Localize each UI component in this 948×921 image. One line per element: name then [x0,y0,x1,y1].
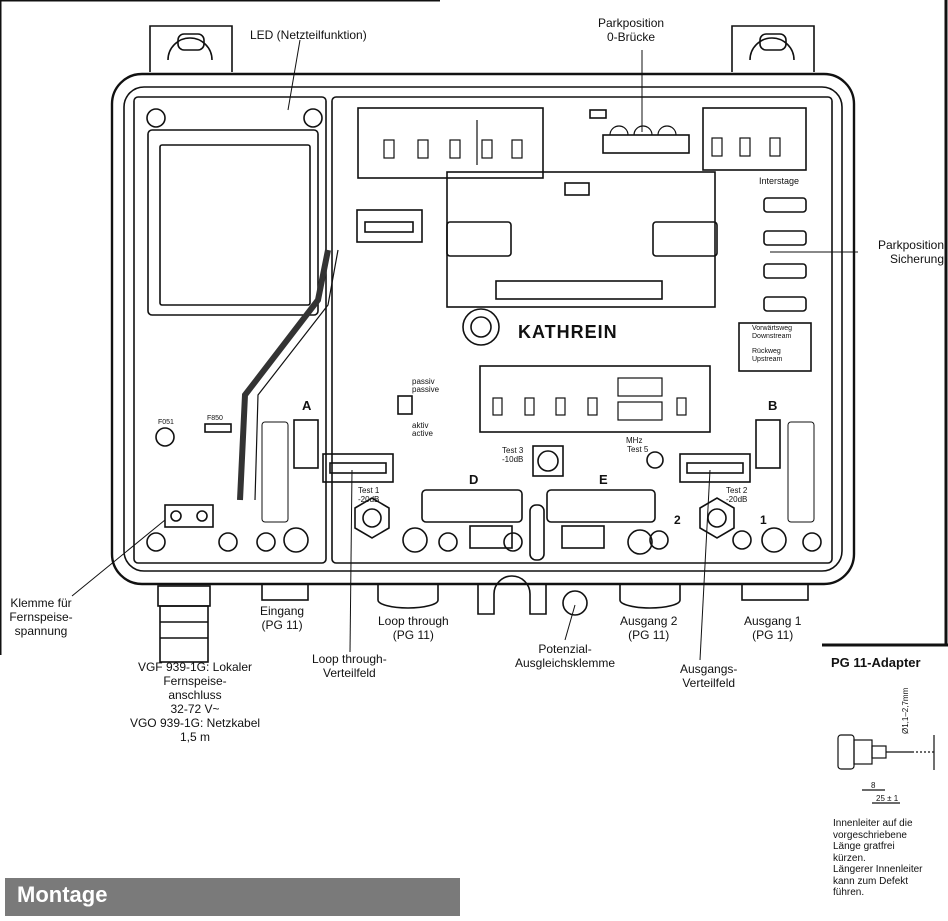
bottom-screws [146,527,822,555]
test2-port [699,497,735,539]
adapter-title: PG 11-Adapter [831,655,921,670]
leader-lines [71,39,858,661]
spring-right [787,421,815,523]
adapter-dim-8: 8 [871,781,876,790]
plugin-field-top-left [357,107,544,179]
heatsink-d [421,489,523,523]
loop-through-distribution-plug [322,453,394,483]
connector-a [293,419,319,469]
board-label-d: D [469,472,478,487]
label-output2: Ausgang 2 (PG 11) [620,614,678,642]
zero-bridge [602,134,690,154]
housing-inner [123,86,843,572]
section-title: Montage [17,882,108,907]
passive-caption: passiv passive [412,377,440,394]
label-output1: Ausgang 1 (PG 11) [744,614,802,642]
supply-cable [237,249,331,501]
legend-upstream: Rückweg Upstream [752,348,783,363]
label-vgf: VGF 939-1G: Lokaler Fernspeise- anschlus… [129,660,261,744]
plugin-field-center [479,365,711,433]
supply-clamp [164,504,214,528]
r-mark-f850: F850 [207,415,223,422]
adapter-dim-label: Ø1,1–2,7mm [901,687,910,734]
fuse-park-positions [763,197,807,312]
test3-caption: Test 3 -10dB [502,446,524,464]
label-led: LED (Netzteilfunktion) [250,28,367,42]
label-output-field: Ausgangs- Verteilfeld [680,662,738,690]
central-module [446,171,716,308]
label-parkposition-fuse: Parkposition Sicherung [877,238,944,266]
mounting-tab-right [731,25,815,72]
test2-caption: Test 2 -20dB [726,486,748,504]
housing-outer [110,72,856,586]
board-label-a: A [302,398,312,413]
section-header: Montage [5,878,460,916]
label-loop-through-field: Loop through- Verteilfeld [312,652,387,680]
active-caption: aktiv active [412,421,433,438]
brand-logo: KATHREIN [518,322,618,342]
main-board [331,96,833,564]
mounting-tab-left [149,25,233,72]
plug-left-small [356,209,423,243]
direction-legend [738,322,812,372]
psu-module [147,129,319,316]
cable-glands [157,575,809,663]
interstage-label: Interstage [759,176,799,186]
r-mark-f051: F051 [158,419,174,426]
spring-left [261,421,289,523]
label-loop-through: Loop through (PG 11) [378,614,449,642]
label-parkposition-bridge: Parkposition 0-Brücke [598,16,665,44]
adapter-note: Innenleiter auf die vorgeschriebene Läng… [833,818,923,898]
label-equipotential: Potenzial- Ausgleichsklemme [515,642,616,670]
board-num-2: 2 [674,513,681,527]
psu-compartment [133,96,327,564]
board-label-e: E [599,472,608,487]
board-num-1: 1 [760,513,767,527]
f051-point [155,427,175,447]
connector-b [755,419,781,469]
board-label-b: B [768,398,777,413]
adapter-dim-25: 25 ± 1 [876,794,899,803]
passive-active-switch [397,395,413,415]
output-distribution-plug [679,453,751,483]
pg11-adapter-drawing [837,734,935,804]
label-clamp-supply: Klemme für Fernspeise- spannung [9,596,73,638]
label-input: Eingang (PG 11) [260,604,305,632]
test1-caption: Test 1 -20dB [358,486,380,504]
plugin-field-top-right [702,107,807,171]
mhz-label: MHz [626,436,642,445]
legend-downstream: Vorwärtsweg Downstream [752,325,793,340]
heatsink-e [546,489,656,523]
test3-port [532,445,564,477]
test5-label: Test 5 [627,445,649,454]
plugin-slots-top-left [383,120,523,165]
test1-port [354,497,390,539]
